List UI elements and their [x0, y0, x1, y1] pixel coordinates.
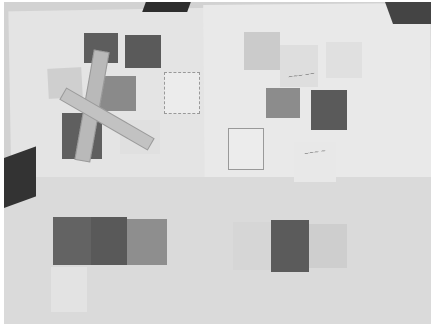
card-label — [48, 76, 82, 78]
sticky-card — [244, 32, 280, 70]
sticky-card — [127, 219, 167, 265]
sticky-card — [51, 267, 87, 312]
sticky-card — [266, 88, 300, 118]
sticky-card — [125, 35, 161, 68]
sticky-card — [309, 224, 347, 268]
sticky-card — [228, 128, 264, 170]
sticky-card — [100, 76, 136, 111]
sticky-card — [91, 217, 127, 265]
photo-frame: ~~~ ~~ ~~~ ~ — [4, 2, 431, 324]
table-corner-topright — [385, 2, 431, 24]
sticky-card — [233, 222, 273, 270]
sticky-card — [271, 220, 309, 272]
sticky-card — [326, 42, 362, 78]
sticky-card — [164, 72, 200, 114]
sticky-card — [280, 45, 318, 87]
sticky-card — [311, 90, 347, 130]
sticky-card — [53, 217, 91, 265]
table-corner-topleft — [142, 2, 191, 12]
